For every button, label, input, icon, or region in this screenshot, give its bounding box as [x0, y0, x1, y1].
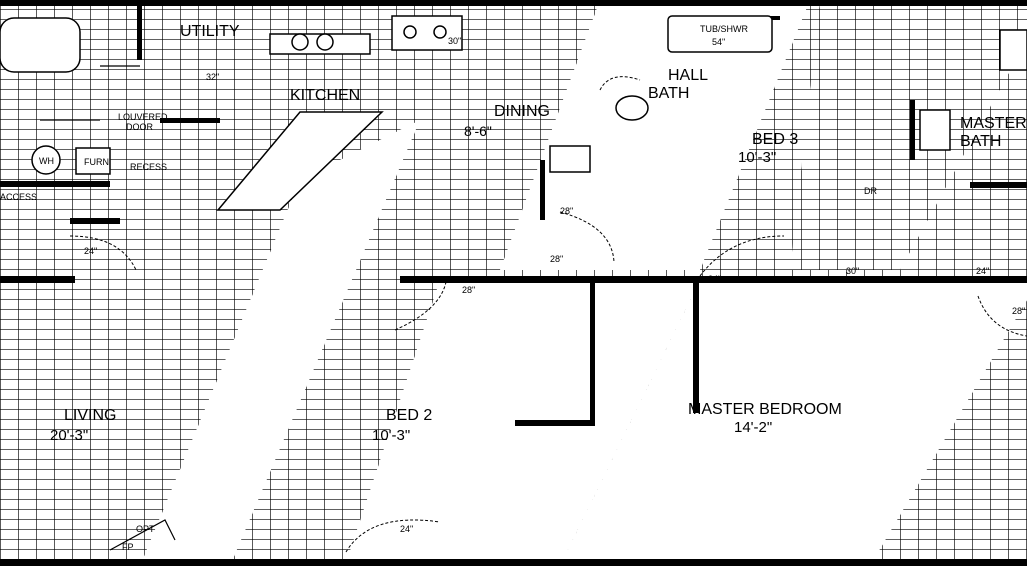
louvered-door-label-2: DOOR [126, 122, 154, 132]
burner-2-icon [433, 25, 447, 39]
door-arc-master-closet [977, 295, 1027, 337]
wall-hall-v [540, 160, 545, 220]
dim-master-closet: 28" [1012, 306, 1025, 316]
tub-shower-size: 54" [712, 37, 725, 47]
master-tub-fixture [999, 29, 1027, 71]
bed3-size: 10'-3" [738, 149, 776, 166]
dim-bed2-closet: 24" [400, 524, 413, 534]
dim-master-bath-door: 24" [976, 266, 989, 276]
furn-label: FURN [84, 157, 109, 167]
dining-label: DINING [494, 103, 550, 120]
sink-bowl-1-icon [291, 33, 309, 51]
wall-utility-v [137, 0, 142, 60]
master-bedroom-label: MASTER BEDROOM [688, 401, 842, 418]
door-arc-bed2 [394, 281, 447, 331]
dim-hall-1: 28" [560, 206, 573, 216]
utility-label: UTILITY [180, 23, 240, 40]
water-heater-icon [31, 145, 61, 175]
wall-master-bath [970, 182, 1027, 188]
door-arc-bed2-closet [345, 519, 441, 553]
kitchen-island [216, 111, 384, 211]
burner-1-icon [403, 25, 417, 39]
wall-bed2-master [693, 283, 699, 413]
dim-range: 30" [448, 36, 461, 46]
wall-closet [70, 218, 120, 224]
dim-hall-2: 28" [550, 254, 563, 264]
recessed-label: RECESS [130, 162, 167, 172]
dim-utility-door: 32" [206, 72, 219, 82]
door-arc-closet [69, 235, 137, 271]
utility-sink-fixture [0, 17, 81, 73]
hall-white-band [500, 0, 810, 270]
wall-bedrooms-top [400, 276, 1027, 283]
master-bedroom-size: 14'-2" [734, 419, 772, 436]
master-bath-label-1: MASTER [960, 115, 1027, 132]
wall-mbath-v [910, 100, 915, 160]
master-bath-label-2: BATH [960, 133, 1001, 150]
louvered-door-label-1: LOUVERED [118, 112, 168, 122]
door-arc-bath [599, 76, 641, 91]
living-size: 20'-3" [50, 427, 88, 444]
tub-shower-fixture [667, 15, 773, 53]
fp-label: FP [122, 542, 134, 552]
bed2-label: BED 2 [386, 407, 432, 424]
wall-kitchen-tip [160, 118, 220, 123]
dr-label: DR [864, 186, 877, 196]
bed3-label: BED 3 [752, 131, 798, 148]
fireplace-outline [109, 519, 176, 551]
furnace-icon [75, 147, 111, 175]
wall-top [0, 0, 1027, 6]
door-arc-master [699, 235, 785, 277]
wall-living-left [0, 276, 75, 283]
dim-closet: 24" [84, 246, 97, 256]
hall-vanity [549, 145, 591, 173]
dim-master-door: 24" [708, 274, 721, 284]
sink-bowl-2-icon [316, 33, 334, 51]
wall-bottom [0, 559, 1027, 566]
dining-size: 8'-6" [464, 123, 492, 139]
hall-bath-label-1: HALL [668, 67, 708, 84]
opt-label: OPT [136, 524, 155, 534]
kitchen-label: KITCHEN [290, 87, 360, 104]
access-label: ACCESS [0, 192, 37, 202]
wall-utility-bottom [0, 181, 110, 187]
tub-shower-label: TUB/SHWR [700, 24, 748, 34]
dim-bed3-door: 30" [846, 266, 859, 276]
hall-toilet-icon [615, 95, 649, 121]
wh-label: WH [39, 156, 54, 166]
door-arc-hall [559, 211, 615, 263]
living-white-band [140, 120, 420, 566]
master-white-band [560, 280, 1027, 566]
bed3-hatch [790, 0, 1027, 270]
wall-closet-bed2 [515, 420, 595, 426]
wall-closet-v [590, 283, 595, 423]
bed2-size: 10'-3" [372, 427, 410, 444]
dim-bed2-door: 28" [462, 285, 475, 295]
hall-bath-label-2: BATH [648, 85, 689, 102]
living-label: LIVING [64, 407, 116, 424]
master-vanity [919, 109, 951, 151]
